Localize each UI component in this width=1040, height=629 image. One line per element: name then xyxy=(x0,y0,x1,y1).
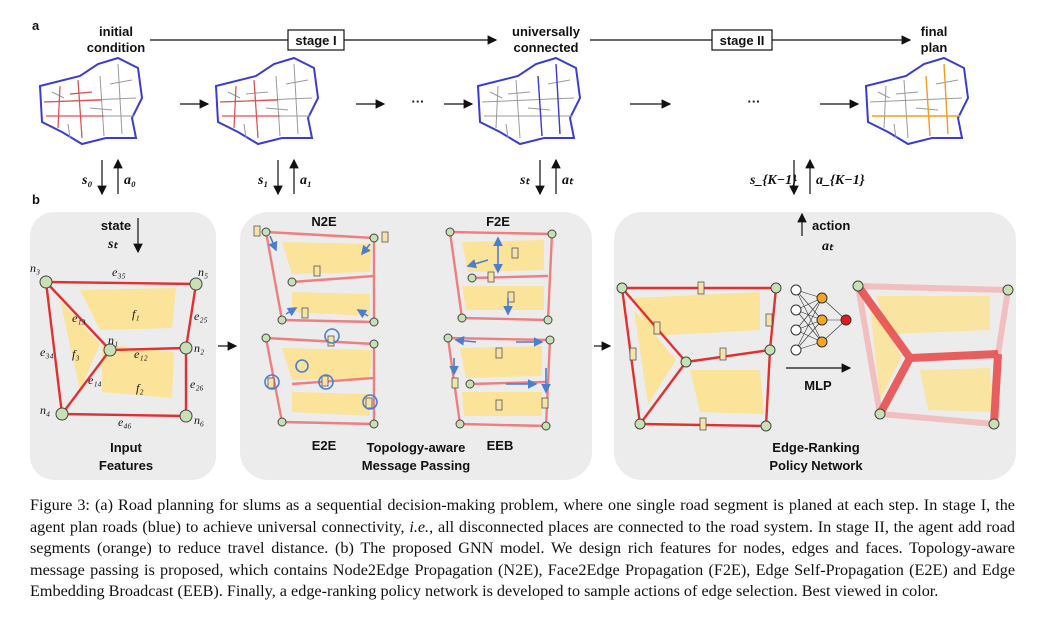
stage1-box xyxy=(287,29,345,51)
node-n5: n₅ xyxy=(198,265,208,279)
ak1-label: a_{K−1} xyxy=(816,173,865,188)
figure-diagram: a initial condition universally connecte… xyxy=(30,18,1016,480)
caption-ie: i.e., xyxy=(409,517,434,536)
ellipsis-2: ··· xyxy=(748,94,761,109)
n2e-graph xyxy=(253,225,389,327)
e2e-graph xyxy=(261,328,379,429)
policy-output-graph xyxy=(852,280,1014,430)
node-n6: n₆ xyxy=(194,413,204,427)
s0-label: s₀ xyxy=(81,173,92,188)
node-n3: n₃ xyxy=(30,261,40,275)
figure-caption: Figure 3: (a) Road planning for slums as… xyxy=(30,495,1015,603)
ellipsis-1: ··· xyxy=(412,94,425,109)
edge-e26: e₂₆ xyxy=(190,377,204,391)
a0-label: a₀ xyxy=(124,173,136,188)
input-panel xyxy=(30,212,216,480)
face-f1: f₁ xyxy=(132,307,140,321)
state-initial-label-2: condition xyxy=(87,40,146,55)
state-universal-label-2: connected xyxy=(513,40,578,55)
panel-b-label: b xyxy=(32,192,40,207)
node-n1: n₁ xyxy=(108,333,118,347)
panel-a-label: a xyxy=(32,18,40,33)
state-final-label-2: plan xyxy=(921,40,948,55)
n2e-label: N2E xyxy=(311,214,337,229)
policy-title-1: Edge-Ranking xyxy=(772,440,859,455)
policy-input-graph xyxy=(616,281,782,432)
st-label: sₜ xyxy=(519,173,530,188)
eeb-graph xyxy=(443,333,555,431)
node-n2: n₂ xyxy=(194,341,204,355)
map-initial xyxy=(39,57,143,145)
edge-e46: e₄₆ xyxy=(118,415,132,429)
edge-e34: e₃₄ xyxy=(40,345,54,359)
mlp-network xyxy=(790,284,852,356)
a1-label: a₁ xyxy=(300,173,312,188)
action-text: action xyxy=(812,218,850,233)
state-final-label-1: final xyxy=(921,24,948,39)
edge-e14: e₁₄ xyxy=(88,373,102,387)
f2e-label: F2E xyxy=(486,214,510,229)
edge-e12: e₁₂ xyxy=(134,347,148,361)
face-f3: f₃ xyxy=(72,347,80,361)
s1-label: s₁ xyxy=(257,173,268,188)
edge-e25: e₂₅ xyxy=(194,309,208,323)
map-universal xyxy=(477,57,581,145)
state-var: sₜ xyxy=(107,237,118,252)
at-label: aₜ xyxy=(562,173,574,188)
mp-title-2: Message Passing xyxy=(362,458,470,473)
f2e-graph xyxy=(445,227,557,325)
map-s1 xyxy=(215,57,319,145)
face-f2: f₂ xyxy=(136,381,144,395)
state-universal-label-1: universally xyxy=(512,24,581,39)
mp-title-1: Topology-aware xyxy=(367,440,466,455)
node-n4: n₄ xyxy=(40,403,50,417)
map-final xyxy=(865,57,969,145)
stage2-box xyxy=(711,29,773,51)
e2e-label: E2E xyxy=(312,438,337,453)
action-var: aₜ xyxy=(822,239,834,254)
state-text: state xyxy=(101,218,131,233)
stage1-label: stage I xyxy=(295,33,336,48)
input-title-2: Features xyxy=(99,458,153,473)
policy-title-2: Policy Network xyxy=(769,458,863,473)
state-initial-label-1: initial xyxy=(99,24,133,39)
input-title-1: Input xyxy=(110,440,142,455)
eeb-label: EEB xyxy=(487,438,514,453)
caption-text-2: all disconnected places are connected to… xyxy=(30,517,1015,601)
stage2-label: stage II xyxy=(720,33,765,48)
edge-e13: e₁₃ xyxy=(72,311,86,325)
mlp-label: MLP xyxy=(804,378,832,393)
input-graph xyxy=(39,275,203,423)
sk1-label: s_{K−1} xyxy=(749,173,797,188)
policy-panel xyxy=(614,212,1016,480)
caption-text-1: Figure 3: (a) Road planning for slums as… xyxy=(30,496,1015,536)
edge-e35: e₃₅ xyxy=(112,265,126,279)
